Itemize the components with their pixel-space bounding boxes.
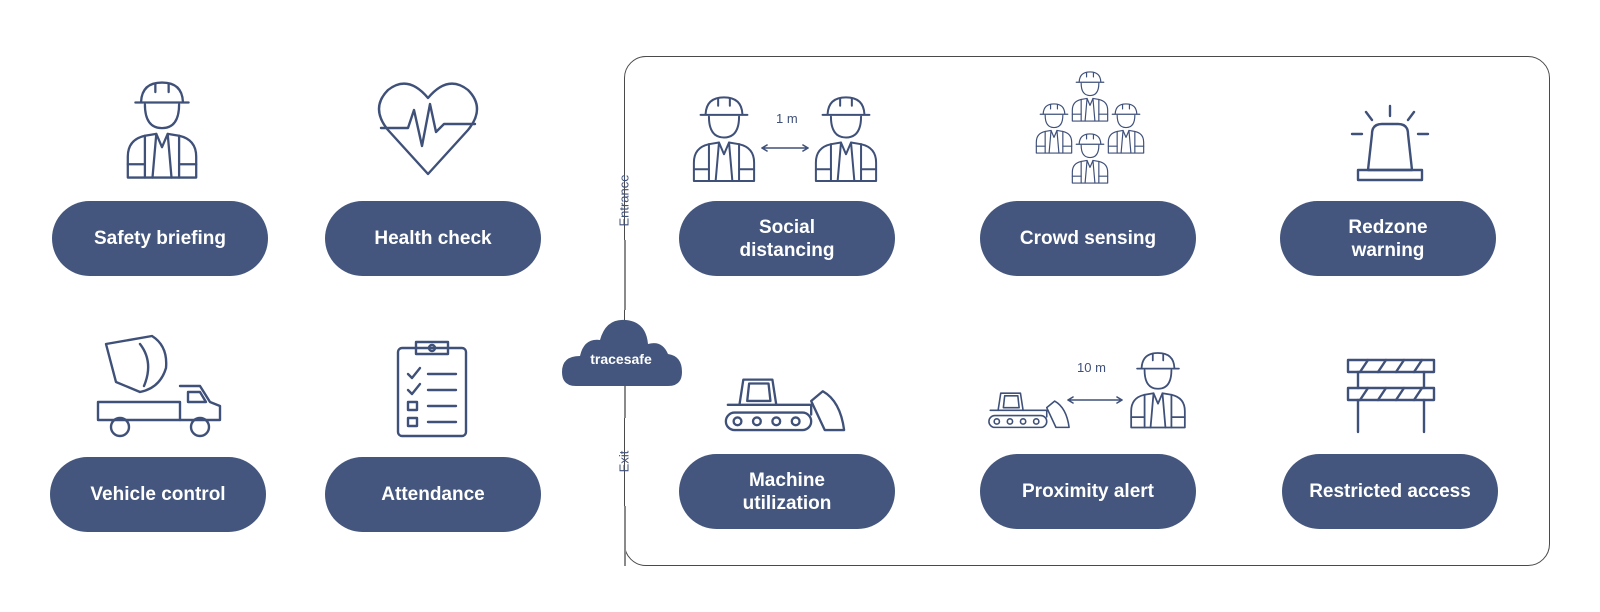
heart-pulse-icon [377,80,479,176]
attendance-label: Attendance [381,484,485,505]
machine-utilization-label: Machine utilization [742,469,832,514]
zone-left-edge-middle [624,378,626,418]
exit-label: Exit [616,450,632,473]
vehicle-control-label: Vehicle control [90,484,226,505]
bulldozer-worker-icon [986,350,1188,432]
health-check-label: Health check [374,228,492,249]
tracesafe-label: tracesafe [590,351,652,367]
worker-icon [124,78,200,184]
redzone-warning-label: Redzone warning [1348,216,1428,261]
bulldozer-icon [722,366,848,434]
warning-beacon-icon [1350,104,1430,184]
vehicle-control-button[interactable]: Vehicle control [50,457,266,532]
social-distancing-label: Social distancing [739,216,835,261]
restricted-access-button[interactable]: Restricted access [1282,454,1498,529]
entrance-label: Entrance [616,174,632,227]
clipboard-checklist-icon [396,338,468,438]
zone-left-edge-bottom [624,506,626,566]
crowd-sensing-label: Crowd sensing [1019,228,1157,249]
restricted-access-label: Restricted access [1309,481,1471,502]
cement-truck-icon [96,334,222,440]
site-zone-frame [624,56,1550,566]
two-workers-distance-icon [690,92,880,188]
proximity-alert-label: Proximity alert [1022,481,1154,502]
redzone-warning-button[interactable]: Redzone warning [1280,201,1496,276]
proximity-distance-value: 10 m [1077,360,1106,375]
zone-left-edge-top [624,240,626,310]
safety-briefing-button[interactable]: Safety briefing [52,201,268,276]
machine-utilization-button[interactable]: Machine utilization [679,454,895,529]
cloud-icon [562,316,682,388]
social-distance-value: 1 m [776,111,798,126]
attendance-button[interactable]: Attendance [325,457,541,532]
proximity-alert-button[interactable]: Proximity alert [980,454,1196,529]
social-distancing-button[interactable]: Social distancing [679,201,895,276]
crowd-icon [1034,70,1146,188]
safety-briefing-label: Safety briefing [94,228,226,249]
health-check-button[interactable]: Health check [325,201,541,276]
barricade-icon [1346,356,1436,434]
crowd-sensing-button[interactable]: Crowd sensing [980,201,1196,276]
